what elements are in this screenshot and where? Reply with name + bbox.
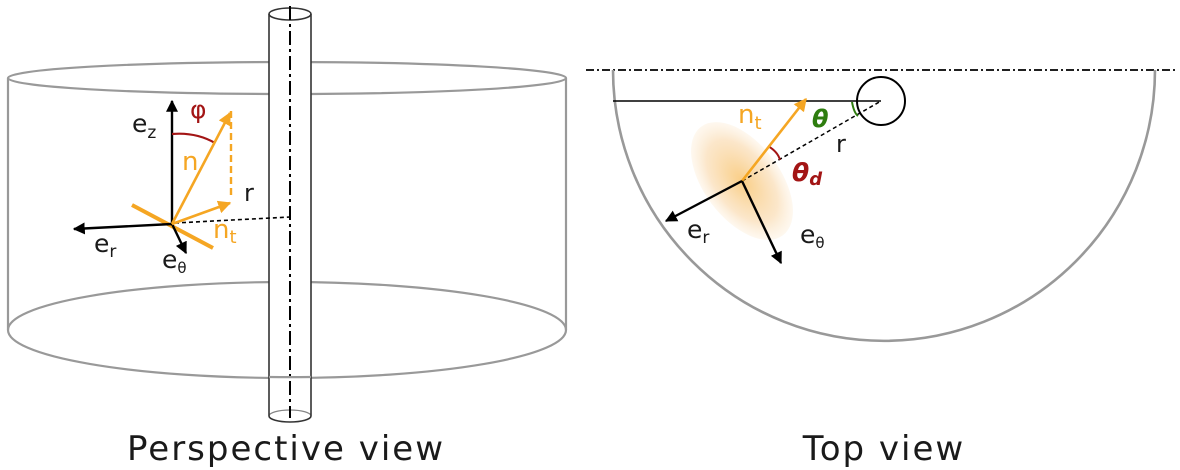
svg-text:nt: nt: [738, 100, 762, 134]
er-subscript-top: r: [702, 228, 709, 248]
r-label-top: r: [836, 130, 846, 158]
central-shaft: [268, 6, 312, 423]
phi-arc: [171, 132, 216, 144]
svg-text:eθ: eθ: [162, 245, 187, 277]
etheta-label-perspective: e: [162, 245, 177, 274]
svg-text:er: er: [687, 215, 709, 248]
n-label: n: [182, 147, 198, 177]
ez-label: e: [132, 109, 147, 138]
phi-label: φ: [190, 95, 207, 124]
theta-arc: [851, 101, 859, 117]
top-radial-dashed: [741, 100, 882, 182]
er-arrow-top: [664, 179, 743, 223]
perspective-view: ez φ n r nt er eθ Perspective view: [6, 6, 568, 469]
shaft-bottom-end: [268, 415, 312, 423]
top-caption: Top view: [802, 429, 965, 469]
er-label-top: e: [687, 215, 702, 244]
nt-label-perspective: n: [213, 215, 229, 245]
er-label-perspective: e: [94, 229, 109, 258]
etheta-arrow: [170, 223, 188, 255]
perspective-caption: Perspective view: [127, 429, 445, 469]
etheta-arrow-top: [740, 180, 783, 265]
radial-line-r: [174, 216, 291, 224]
nt-subscript-top: t: [754, 113, 761, 134]
theta-d-subscript: d: [809, 169, 823, 190]
tank-half-circle: [611, 69, 1157, 343]
top-shaft-circle: [856, 76, 906, 126]
svg-text:nt: nt: [213, 215, 237, 248]
nt-subscript-perspective: t: [229, 227, 236, 248]
er-arrow: [72, 222, 173, 235]
nt-arrow: [171, 200, 232, 226]
etheta-label-top: e: [800, 220, 815, 249]
nt-label-top: n: [738, 100, 754, 130]
nt-arrow-top: [740, 97, 808, 182]
svg-text:ez: ez: [132, 109, 156, 143]
etheta-subscript-perspective: θ: [177, 259, 186, 277]
theta-d-label: θ: [792, 158, 809, 187]
n-arrow: [170, 111, 232, 225]
svg-text:er: er: [94, 229, 116, 262]
theta-label: θ: [812, 105, 829, 133]
r-label-perspective: r: [244, 179, 254, 207]
svg-text:θd: θd: [792, 158, 823, 190]
svg-text:eθ: eθ: [800, 220, 825, 252]
top-view: nt θ r θd er eθ Top view: [586, 69, 1178, 469]
er-subscript-perspective: r: [109, 242, 116, 262]
ez-subscript: z: [147, 123, 156, 143]
etheta-subscript-top: θ: [815, 234, 824, 252]
